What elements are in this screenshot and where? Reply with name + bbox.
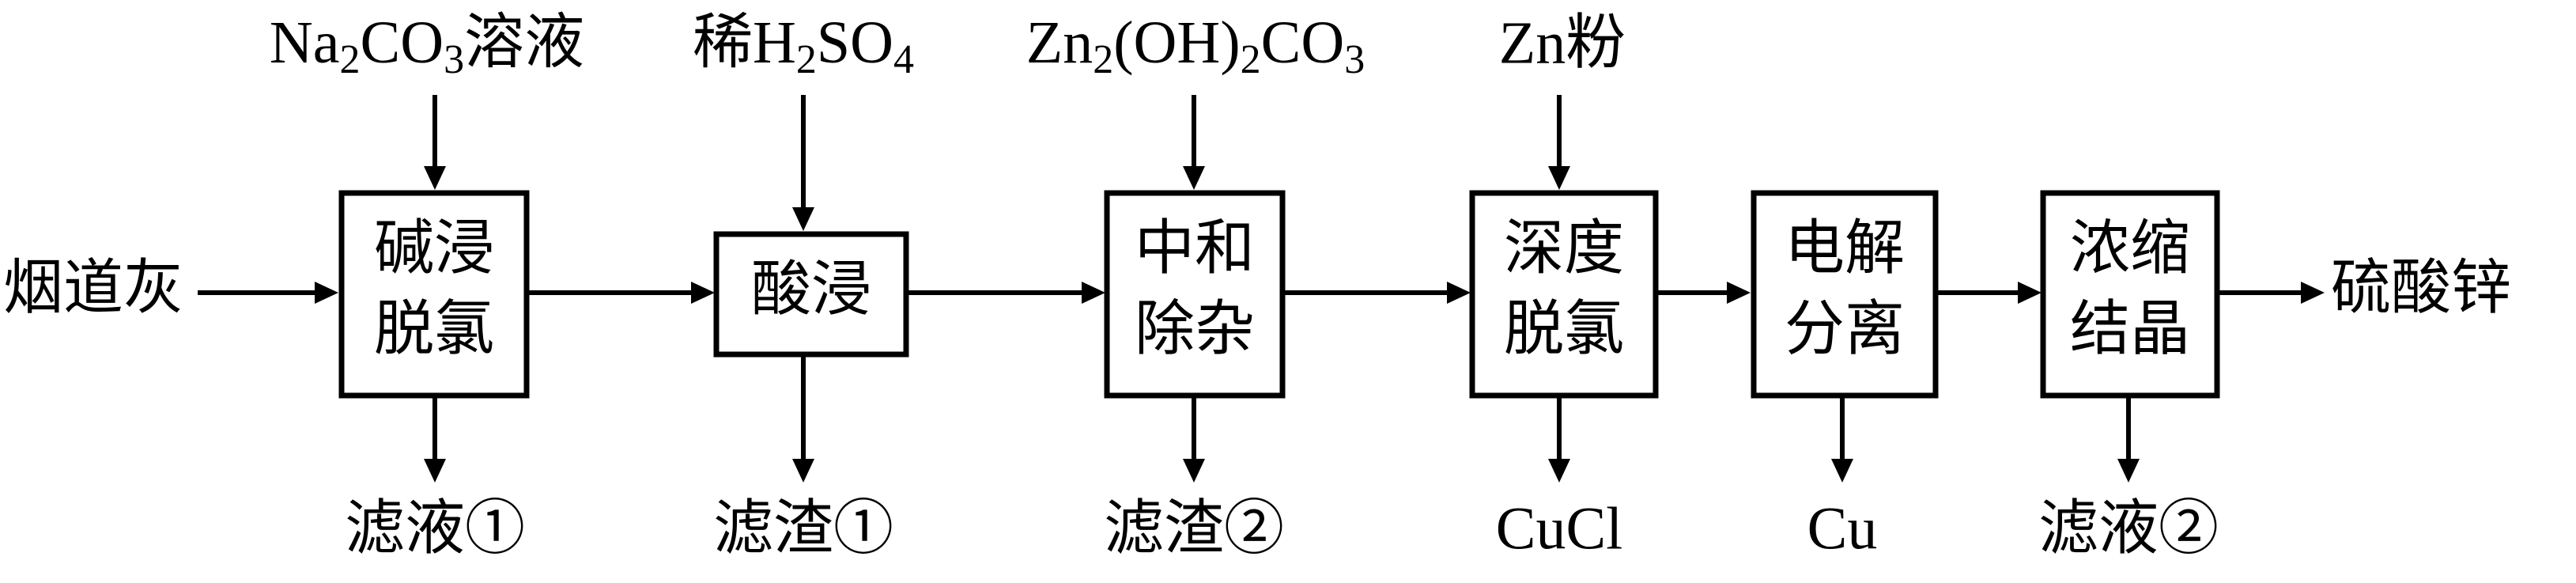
output-label-5: Cu [1807,495,1878,562]
process-box-2: 酸浸 [713,231,909,358]
box-2-line1: 酸浸 [751,256,871,323]
output-arrows [424,354,2140,483]
box-6-line1: 浓缩 [2070,215,2190,282]
output-label-2: 滤渣① [713,495,893,562]
process-box-3: 中和 除杂 [1104,190,1286,399]
output-label-1: 滤液① [345,495,525,562]
box-4-line1: 深度 [1504,215,1624,282]
box-5-line2: 分离 [1785,296,1905,362]
box-4-line2: 脱氯 [1504,296,1624,362]
output-label-3: 滤渣② [1104,495,1284,562]
reagent-label-zn-powder: Zn粉 [1499,9,1626,76]
output-label-4: CuCl [1496,495,1623,562]
process-box-5: 电解 分离 [1751,190,1939,399]
start-material-label: 烟道灰 [3,255,183,321]
process-box-1: 碱浸 脱氯 [338,190,530,399]
reagent-label-zn2oh2co3: Zn2(OH)2CO3 [1026,9,1365,82]
box-5-line1: 电解 [1785,215,1905,282]
reagent-label-na2co3: Na2CO3溶液 [270,9,584,82]
box-6-line2: 结晶 [2070,296,2190,362]
product-label: 硫酸锌 [2331,255,2511,321]
main-flow-arrows [198,282,2325,304]
box-3-line1: 中和 [1135,215,1255,282]
box-1-line2: 脱氯 [374,296,494,362]
reagent-label-h2so4: 稀H2SO4 [693,9,914,82]
reagent-arrows [424,95,1570,231]
box-1-line1: 碱浸 [374,215,494,282]
box-3-line2: 除杂 [1135,296,1255,362]
process-box-4: 深度 脱氯 [1469,190,1659,399]
output-label-6: 滤液② [2038,495,2219,562]
process-box-6: 浓缩 结晶 [2040,190,2220,399]
